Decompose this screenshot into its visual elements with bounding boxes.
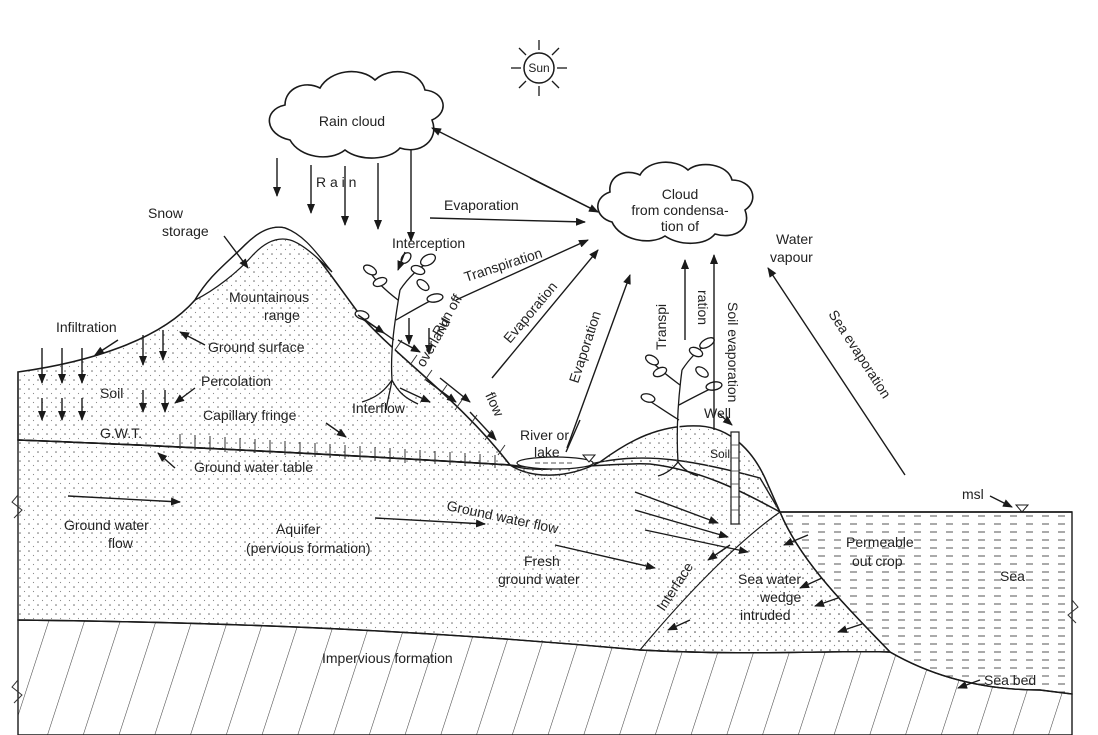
ground-water-table-label: Ground water table	[194, 459, 313, 475]
snow-storage-label-1: Snow	[148, 205, 184, 221]
sea-water-wedge	[638, 511, 892, 654]
aquifer-label-2: (pervious formation)	[246, 540, 371, 556]
water-vapour-label-1: Water	[776, 231, 813, 247]
evaporation-label-1: Evaporation	[444, 197, 519, 213]
sun-icon	[511, 40, 567, 96]
ground-surface-label: Ground surface	[208, 339, 305, 355]
gw-flow-left-label-2: flow	[108, 535, 134, 551]
river-label-1: River or	[520, 427, 569, 443]
permeable-label-2: out crop	[852, 553, 903, 569]
river-bed-zone	[510, 462, 600, 480]
ration-label: ration	[695, 290, 711, 325]
impervious-label: Impervious formation	[322, 650, 453, 666]
right-break-mark	[1067, 599, 1079, 624]
rain-label: R a i n	[316, 174, 356, 190]
water-vapour-label-2: vapour	[770, 249, 813, 265]
evaporation-label-3: Evaporation	[566, 309, 604, 385]
well-label: Well	[704, 405, 731, 421]
cloud-label-line3: tion of	[661, 218, 699, 234]
ground-water-table-line	[17, 439, 511, 466]
evaporation-label-2: Evaporation	[500, 278, 560, 346]
sun-label: Sun	[528, 61, 549, 75]
soil-small-label: Soil	[710, 447, 730, 461]
cloud-label-line2: from condensa-	[631, 202, 729, 218]
cloud-label-line1: Cloud	[662, 186, 699, 202]
sea-wedge-label-3: intruded	[740, 607, 791, 623]
soil-label: Soil	[100, 385, 123, 401]
gw-flow-left-label-1: Ground water	[64, 517, 149, 533]
mountainous-label-2: range	[264, 307, 300, 323]
river-level-marker	[581, 454, 597, 463]
tree-right-icon	[640, 337, 723, 477]
rain-cloud-icon	[268, 70, 444, 159]
snow-cap	[193, 226, 333, 302]
left-break-mark-2	[11, 679, 23, 704]
well	[730, 431, 740, 525]
permeable-label-1: Permeable	[846, 534, 914, 550]
flow-label: flow	[482, 390, 507, 420]
fresh-label-1: Fresh	[524, 553, 560, 569]
process-arrows	[38, 127, 1013, 689]
left-break-mark-1	[11, 494, 23, 519]
msl-label: msl	[962, 486, 984, 502]
sea-wedge-label-2: wedge	[759, 589, 801, 605]
interflow-label: Interflow	[352, 400, 406, 416]
interception-label: Interception	[392, 235, 465, 251]
rain-cloud-label: Rain cloud	[319, 113, 385, 129]
snow-storage-label-2: storage	[162, 223, 209, 239]
infiltration-label: Infiltration	[56, 319, 117, 335]
tree-left-icon	[354, 252, 444, 411]
sea-wedge-label-1: Sea water	[738, 571, 801, 587]
rain-arrows	[273, 150, 415, 242]
capillary-fringe-label: Capillary fringe	[203, 407, 297, 423]
capillary-fringe-ticks	[179, 434, 496, 468]
percolation-label: Percolation	[201, 373, 271, 389]
msl-marker	[1014, 504, 1030, 513]
transpi-label: Transpi	[653, 304, 669, 350]
fresh-label-2: ground water	[498, 571, 580, 587]
sea-bed-label: Sea bed	[984, 672, 1036, 688]
gwt-label: G.W.T.	[100, 425, 142, 441]
sea-evaporation-label: Sea evaporation	[825, 307, 894, 401]
soil-evaporation-label: Soil evaporation	[725, 302, 741, 402]
river-label-2: lake	[534, 444, 560, 460]
mountainous-label-1: Mountainous	[229, 289, 309, 305]
sea-label: Sea	[1000, 568, 1025, 584]
aquifer-label-1: Aquifer	[276, 521, 321, 537]
condensation-cloud-icon	[597, 161, 754, 245]
